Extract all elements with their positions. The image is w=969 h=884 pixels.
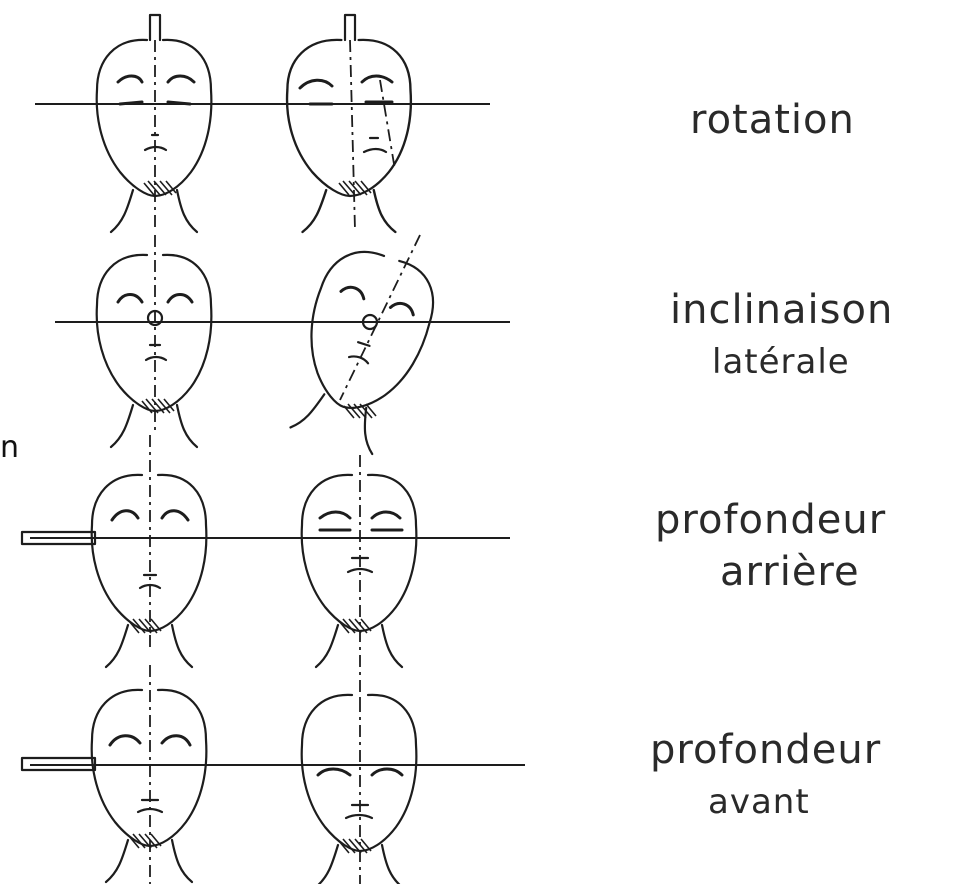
label-lateral-tilt-line2: latérale [712,345,850,379]
label-depth-back-line2: arrière [720,552,860,592]
head-front-center-mark [55,235,300,447]
label-depth-back-line1: profondeur [655,500,886,540]
row-depth-back [22,435,510,700]
label-lateral-tilt-line1: inclinaison [670,290,893,330]
head-tilted-forward [300,695,525,884]
label-depth-front-line2: avant [708,785,810,819]
row-lateral-tilt [55,235,510,458]
head-tilted [277,235,510,458]
head-with-rod-front [22,665,300,884]
head-front-neutral [35,15,290,232]
head-with-rod-back [22,435,300,667]
row-depth-front [22,665,525,884]
head-rotated [255,15,490,232]
row-rotation [35,15,490,232]
edge-letter: n [0,430,19,465]
head-tilted-back [300,455,510,700]
label-depth-front-line1: profondeur [650,730,881,770]
label-rotation: rotation [690,100,855,140]
